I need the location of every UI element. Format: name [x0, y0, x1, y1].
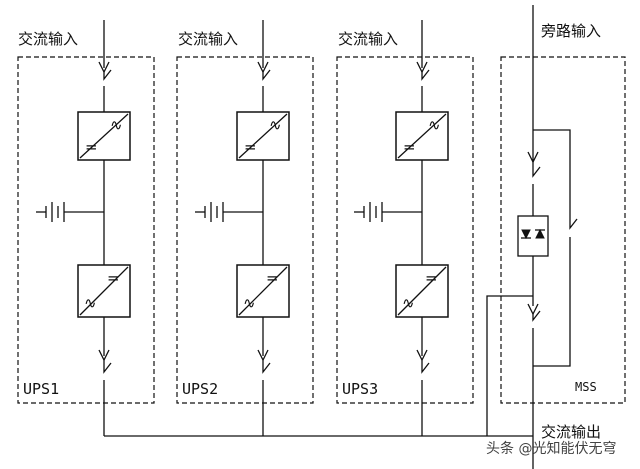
- input-switch-1: [103, 69, 112, 112]
- rectifier-ac-glyph-2: ∿: [269, 116, 282, 134]
- inverter-block-2: = ∿: [236, 264, 290, 318]
- ac-input-label-3: 交流输入: [338, 30, 398, 48]
- inverter-dc-glyph-3: =: [425, 269, 438, 287]
- ups-unit-1: 交流输入 = ∿ = ∿ UPS1: [17, 20, 155, 436]
- rectifier-dc-glyph-1: =: [85, 138, 98, 156]
- bypass-arrow-1: [527, 151, 539, 164]
- maintenance-switch: [533, 218, 578, 367]
- inverter-block-3: = ∿: [395, 264, 449, 318]
- input-switch-2: [262, 69, 271, 112]
- ups-unit-3: 交流输入 = ∿ = ∿ UPS3: [336, 20, 474, 436]
- input-switch-3: [421, 69, 430, 112]
- inverter-ac-glyph-2: ∿: [243, 294, 256, 312]
- output-switch-3: [421, 360, 430, 436]
- thyristor-switch-icon: [517, 215, 549, 257]
- rectifier-dc-glyph-3: =: [403, 138, 416, 156]
- inverter-block-1: = ∿: [77, 264, 131, 318]
- rectifier-block-1: = ∿: [77, 111, 131, 161]
- ups-unit-3-boundary: [336, 56, 474, 404]
- output-switch-2: [262, 360, 271, 436]
- mss-bypass-unit: 旁路输入 MSS: [500, 5, 626, 469]
- rectifier-block-2: = ∿: [236, 111, 290, 161]
- rectifier-ac-glyph-1: ∿: [110, 116, 123, 134]
- rectifier-ac-glyph-3: ∿: [428, 116, 441, 134]
- ups-label-1: UPS1: [23, 380, 59, 398]
- inverter-ac-glyph-1: ∿: [84, 294, 97, 312]
- inverter-dc-glyph-1: =: [107, 269, 120, 287]
- ac-output-label: 交流输出: [541, 423, 601, 441]
- battery-icon-1: [36, 202, 65, 222]
- bypass-feedback-line: [486, 295, 533, 436]
- rectifier-block-3: = ∿: [395, 111, 449, 161]
- ac-input-label-2: 交流输入: [178, 30, 238, 48]
- inverter-ac-glyph-3: ∿: [402, 294, 415, 312]
- battery-icon-3: [354, 202, 383, 222]
- battery-icon-2: [195, 202, 224, 222]
- maintenance-branch-line: [533, 129, 571, 222]
- bypass-input-label: 旁路输入: [541, 22, 601, 40]
- bypass-switch-2: [532, 310, 541, 469]
- ups-unit-2: 交流输入 = ∿ = ∿ UPS2: [176, 20, 314, 436]
- bypass-switch-1: [532, 166, 541, 216]
- watermark: 头条 @光知能伏无穹: [486, 440, 616, 457]
- mss-label: MSS: [575, 380, 597, 394]
- mss-boundary: [500, 56, 626, 404]
- output-switch-1: [103, 360, 112, 436]
- ups-label-3: UPS3: [342, 380, 378, 398]
- ac-input-label-1: 交流输入: [18, 30, 78, 48]
- ups-unit-1-boundary: [17, 56, 155, 404]
- ups-label-2: UPS2: [182, 380, 218, 398]
- inverter-dc-glyph-2: =: [266, 269, 279, 287]
- rectifier-dc-glyph-2: =: [244, 138, 257, 156]
- ups-unit-2-boundary: [176, 56, 314, 404]
